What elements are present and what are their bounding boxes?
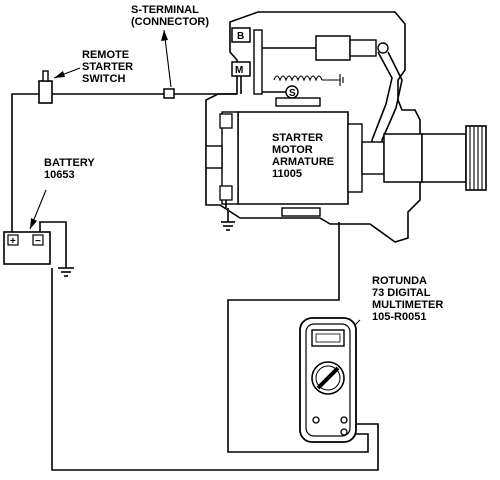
multimeter-display [311,329,345,347]
s-terminal-label-line1: S-TERMINAL [131,4,199,16]
meter-label-line3: MULTIMETER [372,299,443,311]
starter-assembly: B M S [205,11,487,243]
remote-switch-label-line1: REMOTE [82,49,129,61]
battery-minus-label: − [35,236,41,247]
terminal-b-label: B [237,31,244,42]
armature-front-end [347,123,363,193]
starter-housing [205,11,421,243]
jack-amp[interactable] [340,428,348,436]
remote-switch-label-line3: SWITCH [82,73,125,85]
plunger-rod [349,39,377,57]
dial-pointer [316,366,340,390]
armature-label-line2: MOTOR [272,144,313,156]
meter-return-wire [51,268,379,471]
terminal-s-label: S [289,88,296,99]
wires [11,93,379,471]
battery: + − [3,189,51,265]
pinion-teeth [469,126,483,190]
pinion-housing [421,133,467,183]
armature-label-line4: 11005 [272,168,302,180]
remote-switch-label-line2: STARTER [82,61,133,73]
drive-shaft [361,141,385,175]
meter-label-line1: ROTUNDA [372,275,427,287]
battery-label-line1: BATTERY [44,157,95,169]
terminal-b-box [231,27,251,43]
drive-clutch [383,133,423,183]
lever-pivot [377,42,389,54]
jack-volt[interactable] [340,416,348,424]
armature-label-line1: STARTER [272,132,323,144]
switch-to-battery-wire [11,93,237,232]
s-terminal-label-line2: (CONNECTOR) [131,16,209,28]
meter-label-line2: 73 DIGITAL [372,287,431,299]
solenoid-coil [273,75,323,82]
s-terminal-connector [161,29,175,99]
battery-ground-wire [39,221,67,268]
jack-com[interactable] [312,416,320,424]
solenoid-plunger [315,35,351,61]
diagram-labels: S-TERMINAL (CONNECTOR) REMOTE STARTER SW… [44,4,443,323]
meter-label-line4: 105-R0051 [372,311,426,323]
brush-top [219,113,233,129]
field-coil-top [275,97,321,107]
ground-symbol-starter [221,208,235,231]
pinion-gear [465,125,487,191]
solenoid-contact-bar [253,29,263,95]
brush-bottom [219,185,233,201]
battery-label-line2: 10653 [44,169,75,181]
field-coil-bottom [281,207,321,217]
remote-starter-switch [38,67,81,104]
armature-label-line3: ARMATURE [272,156,334,168]
rear-bearing [205,145,223,169]
terminal-m-label: M [235,65,243,76]
ground-symbol-battery [58,267,74,277]
battery-plus-label: + [10,236,16,247]
digital-multimeter [299,317,357,443]
meter-lead-wire [227,222,369,453]
